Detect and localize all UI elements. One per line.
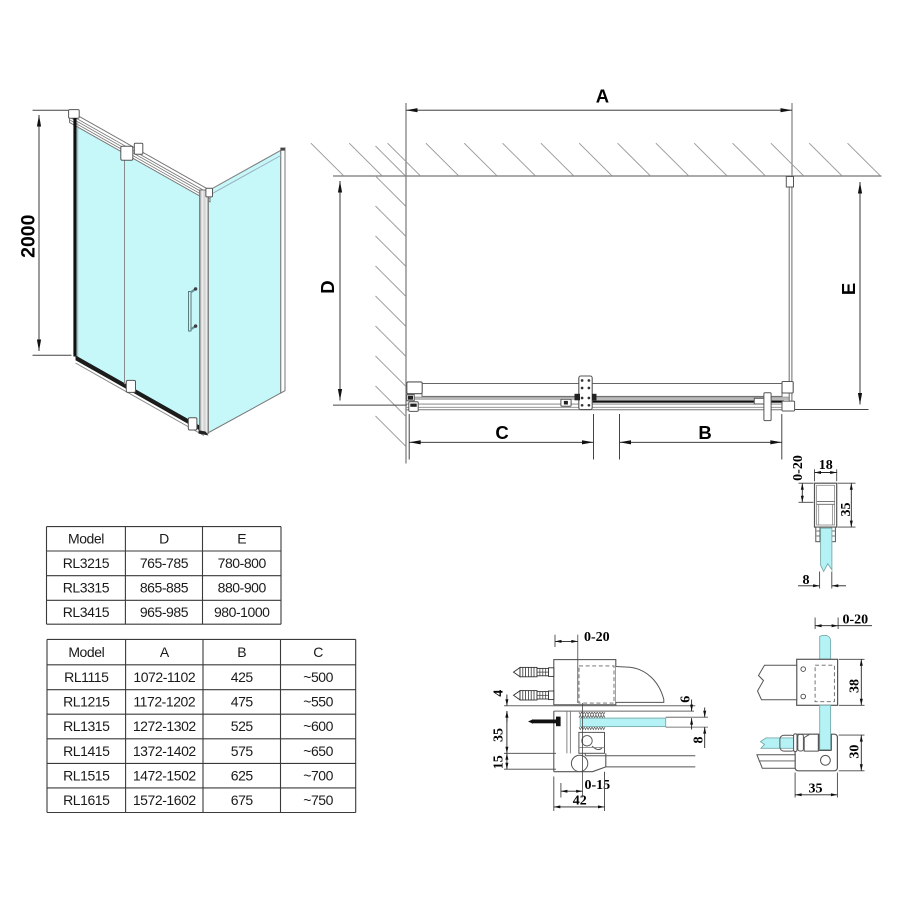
svg-text:15: 15 [492,755,507,769]
svg-text:880-900: 880-900 [218,580,267,596]
svg-text:0-15: 0-15 [585,778,611,793]
svg-text:C: C [313,644,323,660]
svg-text:425: 425 [231,669,254,685]
svg-text:~600: ~600 [303,718,333,734]
svg-text:RL1315: RL1315 [63,718,110,734]
svg-text:30: 30 [848,745,863,759]
svg-text:0-20: 0-20 [843,613,869,628]
svg-text:1372-1402: 1372-1402 [133,743,197,759]
svg-text:780-800: 780-800 [218,555,267,571]
svg-text:765-785: 765-785 [140,555,189,571]
svg-text:~550: ~550 [303,694,333,710]
svg-text:1272-1302: 1272-1302 [133,718,197,734]
svg-text:RL3415: RL3415 [63,604,110,620]
svg-text:35: 35 [809,781,823,796]
svg-text:~650: ~650 [303,743,333,759]
svg-text:A: A [596,86,609,107]
svg-text:1472-1502: 1472-1502 [133,767,197,783]
svg-text:RL1615: RL1615 [63,792,110,808]
svg-text:Model: Model [68,644,104,660]
svg-text:965-985: 965-985 [140,604,189,620]
svg-text:42: 42 [573,794,587,809]
svg-text:RL3315: RL3315 [63,580,110,596]
svg-text:525: 525 [231,718,254,734]
svg-text:Model: Model [68,531,104,547]
svg-text:RL1215: RL1215 [63,694,110,710]
svg-text:RL1415: RL1415 [63,743,110,759]
svg-text:625: 625 [231,767,254,783]
svg-text:0-20: 0-20 [584,630,610,645]
svg-text:0-20: 0-20 [791,455,806,481]
svg-text:RL1515: RL1515 [63,767,110,783]
svg-text:865-885: 865-885 [140,580,189,596]
svg-text:E: E [237,531,246,547]
svg-text:E: E [838,283,859,295]
svg-text:8: 8 [692,737,707,744]
svg-text:2000: 2000 [18,214,40,258]
svg-text:~500: ~500 [303,669,333,685]
svg-text:38: 38 [848,679,863,693]
svg-text:1172-1202: 1172-1202 [133,694,196,710]
svg-text:675: 675 [231,792,254,808]
svg-text:8: 8 [803,573,810,588]
svg-text:RL3215: RL3215 [63,555,110,571]
svg-text:6: 6 [679,696,694,703]
svg-text:1572-1602: 1572-1602 [133,792,197,808]
svg-text:B: B [698,422,711,443]
svg-text:980-1000: 980-1000 [214,604,270,620]
svg-text:35: 35 [839,503,854,517]
svg-text:~750: ~750 [303,792,333,808]
svg-text:575: 575 [231,743,254,759]
svg-text:D: D [159,531,169,547]
svg-text:475: 475 [231,694,254,710]
svg-text:RL1115: RL1115 [64,669,109,685]
svg-text:~700: ~700 [303,767,333,783]
svg-text:D: D [317,280,338,293]
svg-text:A: A [160,644,170,660]
svg-text:C: C [495,422,508,443]
svg-text:B: B [237,644,246,660]
svg-text:35: 35 [492,728,507,742]
svg-text:18: 18 [819,458,833,473]
svg-text:1072-1102: 1072-1102 [133,669,196,685]
svg-text:4: 4 [492,690,507,697]
